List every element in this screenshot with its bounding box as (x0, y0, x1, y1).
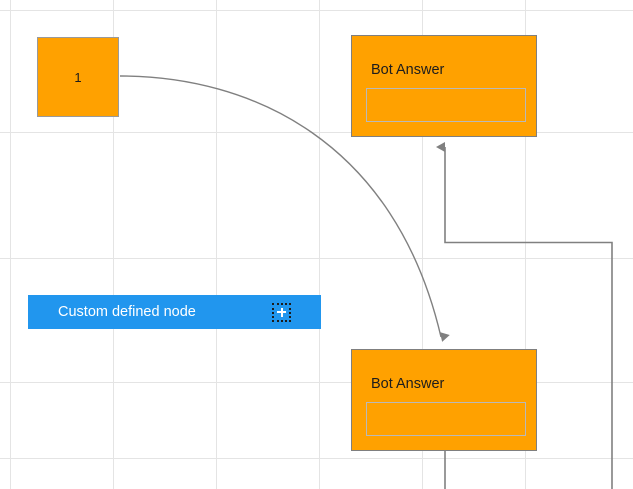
node-1-label: 1 (74, 69, 82, 85)
edge-orthogonal-to-bot-answer-top[interactable] (436, 142, 613, 489)
edge-curved-node1-to-bot-answer-bottom[interactable] (119, 75, 450, 342)
bot-answer-bottom-title: Bot Answer (371, 376, 445, 392)
node-bot-answer-top[interactable]: Bot Answer (351, 35, 537, 137)
node-bot-answer-bottom[interactable]: Bot Answer (351, 349, 537, 451)
bot-answer-bottom-slot[interactable] (366, 402, 526, 436)
custom-defined-node-button[interactable]: Custom defined node (28, 295, 321, 329)
bot-answer-top-title: Bot Answer (371, 62, 445, 78)
custom-defined-node-label: Custom defined node (58, 303, 196, 320)
node-1[interactable]: 1 (37, 37, 119, 117)
bot-answer-top-slot[interactable] (366, 88, 526, 122)
plus-icon[interactable] (272, 302, 291, 322)
